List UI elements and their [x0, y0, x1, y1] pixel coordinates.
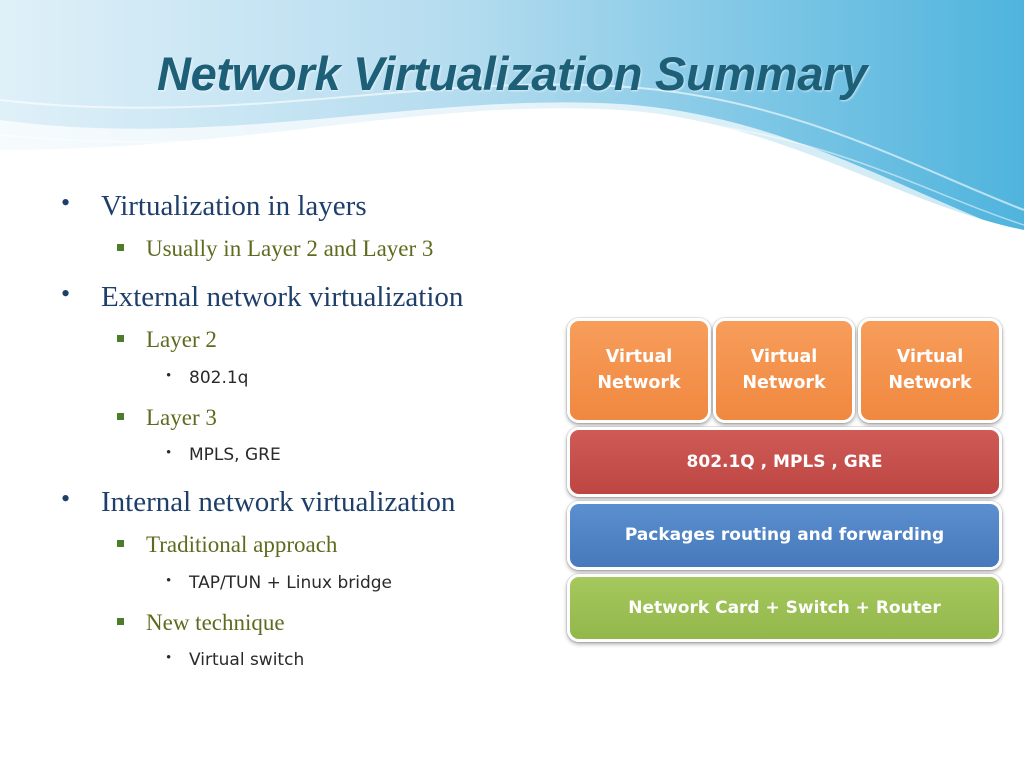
- slide-title: Network Virtualization Summary: [156, 47, 868, 100]
- sub-bullet-item: New technique: [146, 610, 285, 635]
- sub-bullet-item: Usually in Layer 2 and Layer 3: [146, 236, 434, 261]
- virtual-network-box: Virtual Network: [713, 318, 855, 423]
- bullet-marker: •: [166, 650, 172, 666]
- bullet-item: External network virtualization: [101, 281, 464, 313]
- bullet-marker: •: [61, 279, 71, 308]
- bullet-marker: •: [61, 188, 71, 217]
- sub-bullet-item: Layer 3: [146, 405, 217, 430]
- bullet-marker: [117, 335, 124, 342]
- bullet-marker: •: [166, 573, 172, 589]
- bullet-item: Internal network virtualization: [101, 486, 456, 518]
- virtual-network-box: Virtual Network: [858, 318, 1002, 423]
- bullet-item: Virtualization in layers: [101, 190, 367, 222]
- bullet-marker: •: [166, 368, 172, 384]
- bullet-marker: •: [61, 484, 71, 513]
- bullet-marker: •: [166, 445, 172, 461]
- sub-sub-bullet-item: Virtual switch: [189, 650, 305, 670]
- routing-layer-box: Packages routing and forwarding: [567, 501, 1002, 570]
- bullet-list: • Virtualization in layers Usually in La…: [61, 188, 464, 670]
- bullet-marker: [117, 618, 124, 625]
- sub-bullet-item: Layer 2: [146, 327, 217, 352]
- virtual-network-box: Virtual Network: [567, 318, 711, 423]
- sub-sub-bullet-item: MPLS, GRE: [189, 445, 281, 465]
- bullet-marker: [117, 413, 124, 420]
- protocol-layer-box: 802.1Q , MPLS , GRE: [567, 427, 1002, 497]
- sub-sub-bullet-item: 802.1q: [189, 368, 249, 388]
- bullet-marker: [117, 540, 124, 547]
- sub-bullet-item: Traditional approach: [146, 532, 338, 557]
- hardware-layer-box: Network Card + Switch + Router: [567, 574, 1002, 642]
- bullet-marker: [117, 244, 124, 251]
- sub-sub-bullet-item: TAP/TUN + Linux bridge: [189, 573, 393, 593]
